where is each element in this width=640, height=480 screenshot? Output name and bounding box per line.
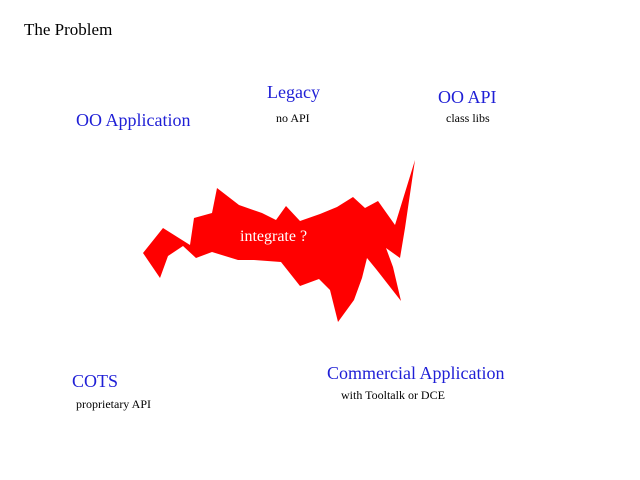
commercial-application-sublabel: with Tooltalk or DCE [341, 388, 445, 402]
slide-title: The Problem [24, 20, 113, 39]
commercial-application-label: Commercial Application [327, 363, 505, 383]
splat-polygon [143, 160, 415, 322]
legacy-label: Legacy [267, 82, 320, 102]
oo-api-label: OO API [438, 87, 497, 107]
cots-sublabel: proprietary API [76, 397, 151, 411]
oo-api-sublabel: class libs [446, 111, 490, 125]
legacy-sublabel: no API [276, 111, 310, 125]
integrate-question-label: integrate ? [240, 228, 308, 245]
oo-application-label: OO Application [76, 110, 191, 130]
cots-label: COTS [72, 371, 119, 391]
